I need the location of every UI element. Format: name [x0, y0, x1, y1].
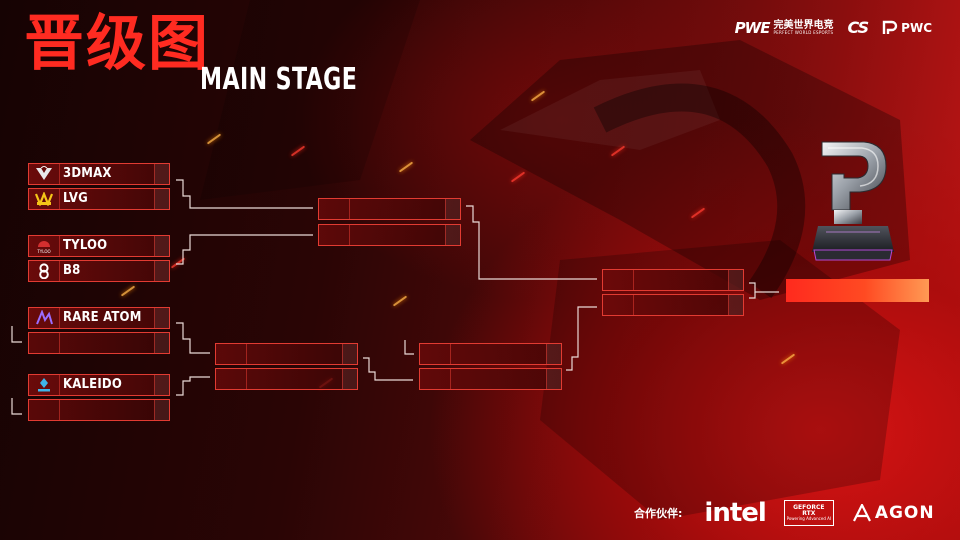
team-score — [154, 189, 169, 209]
agon-logo: AGON — [852, 503, 935, 523]
bracket-slot[interactable] — [28, 399, 170, 421]
rare-atom-logo-icon — [29, 308, 60, 328]
team-score — [154, 261, 169, 281]
team-score — [728, 270, 743, 290]
partners-label: 合作伙伴: — [634, 507, 683, 520]
svg-text:TYLOO: TYLOO — [36, 249, 50, 254]
pwc-mark-icon — [882, 20, 898, 34]
bracket-slot[interactable] — [215, 368, 358, 390]
team-score — [154, 400, 169, 420]
header-logos: PWE 完美世界电竞 PERFECT WORLD ESPORTS CS PWC — [735, 18, 932, 37]
bracket-slot[interactable]: KALEIDO — [28, 374, 170, 396]
bracket-slot[interactable]: B8 — [28, 260, 170, 282]
page-title-cn: 晋级图 — [24, 9, 210, 79]
bracket-slot[interactable] — [215, 343, 358, 365]
team-score — [342, 344, 357, 364]
pwe-name-cn: 完美世界电竞 — [773, 19, 834, 31]
bracket-slot[interactable]: RARE ATOM — [28, 307, 170, 329]
team-name: LVG — [63, 191, 88, 206]
team-score — [445, 199, 460, 219]
bracket-slot[interactable] — [28, 332, 170, 354]
bracket-slot[interactable] — [318, 198, 461, 220]
bracket-slot[interactable]: 3DMAX — [28, 163, 170, 185]
team-score — [342, 369, 357, 389]
pwc-logo: PWC — [882, 20, 932, 36]
3dmax-logo-icon — [29, 164, 60, 184]
bracket-slot[interactable] — [318, 224, 461, 246]
pwe-mark: PWE — [734, 18, 771, 37]
bracket-slot[interactable]: TYLOO TYLOO — [28, 235, 170, 257]
lvg-logo-icon — [29, 189, 60, 209]
b8-logo-icon — [29, 261, 60, 281]
team-score — [445, 225, 460, 245]
team-name: 3DMAX — [63, 166, 112, 181]
cs-logo: CS — [847, 18, 869, 37]
bracket-slot[interactable] — [602, 294, 744, 316]
pwe-name-en: PERFECT WORLD ESPORTS — [773, 29, 834, 35]
team-name: RARE ATOM — [63, 310, 142, 325]
bracket-slot[interactable] — [602, 269, 744, 291]
trophy-icon — [812, 141, 894, 261]
page-title-en: MAIN STAGE — [200, 62, 358, 97]
bracket-slot[interactable]: LVG — [28, 188, 170, 210]
team-score — [154, 308, 169, 328]
team-name: B8 — [63, 263, 81, 278]
team-score — [154, 236, 169, 256]
team-name: TYLOO — [63, 238, 108, 253]
pwc-label: PWC — [901, 20, 932, 35]
bracket-slot[interactable] — [419, 368, 562, 390]
team-score — [154, 375, 169, 395]
team-score — [546, 344, 561, 364]
tyloo-logo-icon: TYLOO — [29, 236, 60, 256]
bracket-slot[interactable] — [419, 343, 562, 365]
team-name: KALEIDO — [63, 377, 122, 392]
agon-mark-icon — [852, 504, 871, 522]
intel-logo: intel — [704, 498, 766, 528]
partners-bar: 合作伙伴: intel GEFORCE RTX Powering Advance… — [634, 498, 935, 528]
team-score — [154, 333, 169, 353]
team-score — [728, 295, 743, 315]
team-score — [154, 164, 169, 184]
team-score — [546, 369, 561, 389]
pwe-logo: PWE 完美世界电竞 PERFECT WORLD ESPORTS — [735, 19, 834, 37]
nvidia-geforce-rtx-logo: GEFORCE RTX Powering Advanced AI — [783, 500, 834, 526]
champion-slot[interactable] — [786, 279, 929, 302]
kaleido-logo-icon — [29, 375, 60, 395]
